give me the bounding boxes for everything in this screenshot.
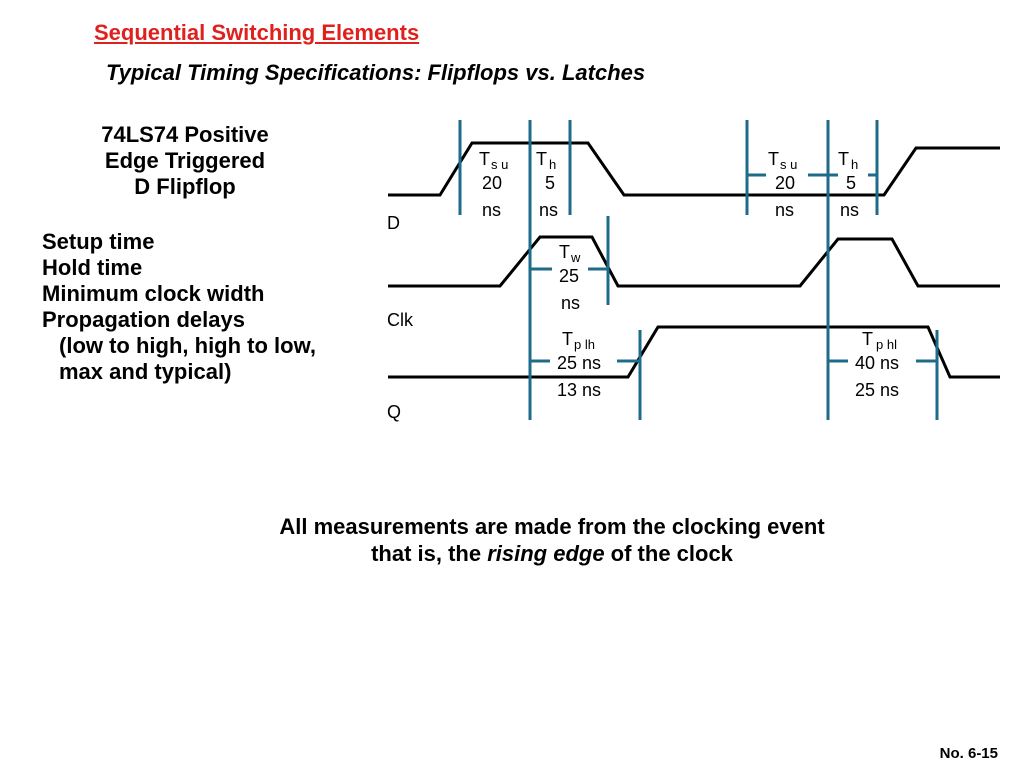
slide-title: Sequential Switching Elements	[94, 20, 420, 45]
device-line-3: D Flipflop	[134, 174, 236, 199]
waveforms	[388, 141, 1000, 379]
spec-min-clock-width: Minimum clock width	[42, 281, 265, 306]
device-line-2: Edge Triggered	[104, 148, 266, 173]
device-description: 74LS74 Positive Edge Triggered D Flipflo…	[70, 122, 300, 200]
spec-setup-time: Setup time	[42, 229, 155, 254]
tw-unit: ns	[561, 293, 580, 313]
tphl-max: 40 ns	[855, 353, 899, 373]
tsu-unit-1: ns	[482, 200, 501, 220]
note-line-2: that is, the rising edge of the clock	[200, 540, 904, 567]
tplh-typ: 13 ns	[557, 380, 601, 400]
tplh-max: 25 ns	[557, 353, 601, 373]
tphl-typ: 25 ns	[855, 380, 899, 400]
tw-value: 25	[559, 266, 579, 286]
q-waveform	[388, 325, 1000, 379]
th-value-2: 5	[846, 173, 856, 193]
signal-label-clk: Clk	[387, 310, 414, 330]
clk-waveform	[388, 235, 1000, 288]
device-line-1: 74LS74 Positive	[101, 122, 269, 147]
slide-subtitle: Typical Timing Specifications: Flipflops…	[106, 60, 646, 85]
signal-label-q: Q	[387, 402, 401, 422]
d-waveform	[388, 141, 1000, 197]
measurement-note: All measurements are made from the clock…	[200, 513, 904, 567]
note-emphasis: rising edge	[487, 541, 605, 566]
note-line-2-prefix: that is, the	[371, 541, 488, 566]
tsu-value-1: 20	[482, 173, 502, 193]
tsu-label-2: Ts u	[768, 149, 797, 172]
tplh-label: Tp lh	[562, 329, 595, 352]
spec-propagation-delays: Propagation delays	[42, 307, 245, 332]
th-unit-2: ns	[840, 200, 859, 220]
spec-propagation-note-1: (low to high, high to low,	[59, 333, 317, 358]
spec-hold-time: Hold time	[42, 255, 143, 280]
tsu-label-1: Ts u	[479, 149, 508, 172]
page-number: No. 6-15	[939, 745, 998, 762]
note-line-1: All measurements are made from the clock…	[279, 514, 825, 539]
tsu-value-2: 20	[775, 173, 795, 193]
spec-list: Setup time Hold time Minimum clock width…	[42, 229, 316, 385]
spec-propagation-note-2: max and typical)	[59, 359, 232, 384]
th-unit-1: ns	[539, 200, 558, 220]
signal-label-d: D	[387, 213, 400, 233]
note-line-2-suffix: of the clock	[604, 541, 733, 566]
th-value-1: 5	[545, 173, 555, 193]
tw-label: Tw	[559, 242, 581, 265]
interval-markers	[530, 173, 937, 363]
tsu-unit-2: ns	[775, 200, 794, 220]
